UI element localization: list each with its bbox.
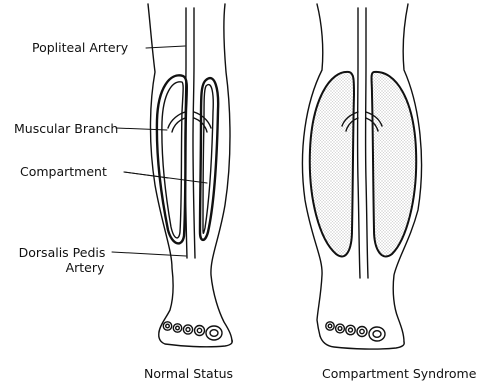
- compartment-label: Compartment: [20, 164, 107, 179]
- normal-leg-right-outline: [211, 4, 232, 342]
- normal-artery-right-wall: [193, 8, 195, 258]
- normal-status-caption: Normal Status: [144, 366, 233, 381]
- syndrome-artery-right-wall: [366, 8, 368, 278]
- syndrome-leg: [302, 4, 421, 349]
- leader-muscular-branch: [116, 128, 167, 130]
- normal-right-branch-upper: [194, 112, 211, 128]
- leader-compartment-right: [124, 172, 207, 183]
- compartment-syndrome-caption: Compartment Syndrome: [322, 366, 476, 381]
- dorsalis-pedis-label: Dorsalis Pedis Artery: [8, 245, 116, 275]
- syndrome-artery-left-wall: [358, 8, 360, 278]
- muscular-branch-label: Muscular Branch: [14, 121, 118, 136]
- normal-left-branch-lower: [172, 118, 185, 132]
- normal-toes: [163, 322, 222, 340]
- leader-dorsalis-pedis: [112, 252, 186, 256]
- syndrome-toes: [326, 322, 385, 341]
- dorsalis-pedis-label-line1: Dorsalis Pedis: [8, 245, 116, 260]
- dorsalis-pedis-label-line2: Artery: [8, 260, 116, 275]
- syndrome-left-compartment: [310, 72, 354, 257]
- syndrome-foot-outline: [320, 336, 404, 349]
- popliteal-artery-label: Popliteal Artery: [32, 40, 128, 55]
- normal-leg-left-outline: [148, 4, 173, 332]
- syndrome-right-compartment: [372, 72, 417, 257]
- normal-leg: [112, 4, 232, 347]
